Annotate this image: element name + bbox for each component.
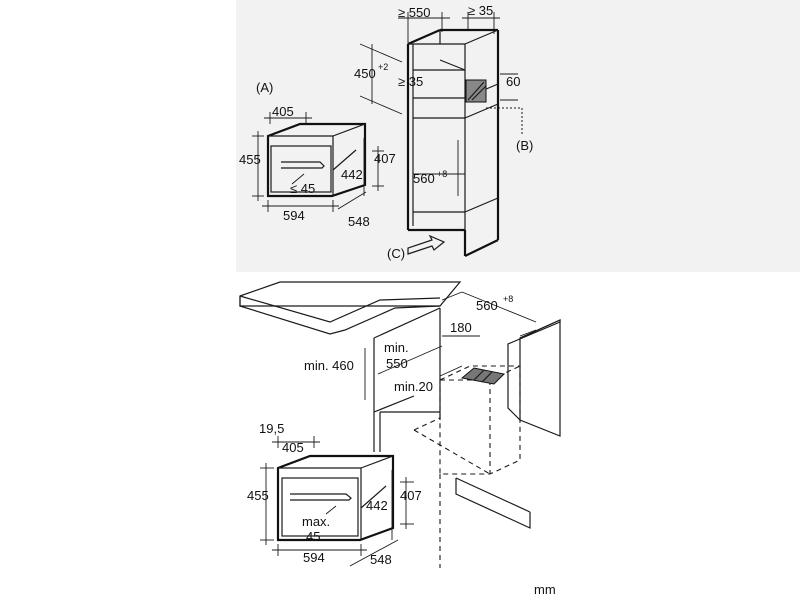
oven-b-depth-side: 407 bbox=[400, 488, 422, 503]
oven-a-height-inner: 442 bbox=[341, 167, 363, 182]
oven-a-depth-side: 407 bbox=[374, 151, 396, 166]
oven-a-width-top: 405 bbox=[272, 104, 294, 119]
cab-width-min: ≥ 550 bbox=[398, 5, 430, 20]
min-20: min.20 bbox=[394, 379, 433, 394]
unit-label: mm bbox=[534, 582, 556, 597]
oven-b-width-top: 405 bbox=[282, 440, 304, 455]
tall-cabinet-drawing: ≥ 550 ≥ 35 450 +2 bbox=[354, 3, 533, 261]
oven-a-front-gap: ≤ 45 bbox=[290, 181, 315, 196]
oven-b-depth: 548 bbox=[370, 552, 392, 567]
oven-a-height: 455 bbox=[239, 152, 261, 167]
cab-vent: 60 bbox=[506, 74, 520, 89]
cab-gap-mid: ≥ 35 bbox=[398, 74, 423, 89]
niche-sup: +8 bbox=[503, 294, 513, 304]
oven-b-height: 455 bbox=[247, 488, 269, 503]
oven-b-width: 594 bbox=[303, 550, 325, 565]
label-c: (C) bbox=[387, 246, 405, 261]
max-line2: 45 bbox=[306, 529, 320, 544]
label-b: (B) bbox=[516, 138, 533, 153]
max-line1: max. bbox=[302, 514, 330, 529]
cab-height-sup: +2 bbox=[378, 62, 388, 72]
cab-height-main: 450 bbox=[354, 66, 376, 81]
label-a: (A) bbox=[256, 80, 273, 95]
cab-niche-sup: +8 bbox=[437, 169, 447, 179]
oven-a-depth: 548 bbox=[348, 214, 370, 229]
cab-niche-main: 560 bbox=[413, 171, 435, 186]
offset-19-5: 19,5 bbox=[259, 421, 284, 436]
worktop-installation: 560 +8 180 min. 460 min. 550 min.20 bbox=[239, 281, 561, 568]
oven-a-width: 594 bbox=[283, 208, 305, 223]
depth-180: 180 bbox=[450, 320, 472, 335]
oven-b-height-inner: 442 bbox=[366, 498, 388, 513]
niche-main: 560 bbox=[476, 298, 498, 313]
min-550-line2: 550 bbox=[386, 356, 408, 371]
oven-a-drawing: (A) 405 455 442 407 ≤ 45 594 bbox=[239, 80, 396, 229]
oven-bottom-drawing: 19,5 405 455 442 407 max. 45 594 bbox=[247, 421, 422, 567]
min-460: min. 460 bbox=[304, 358, 354, 373]
cab-gap-top: ≥ 35 bbox=[468, 3, 493, 18]
min-550-line1: min. bbox=[384, 340, 409, 355]
